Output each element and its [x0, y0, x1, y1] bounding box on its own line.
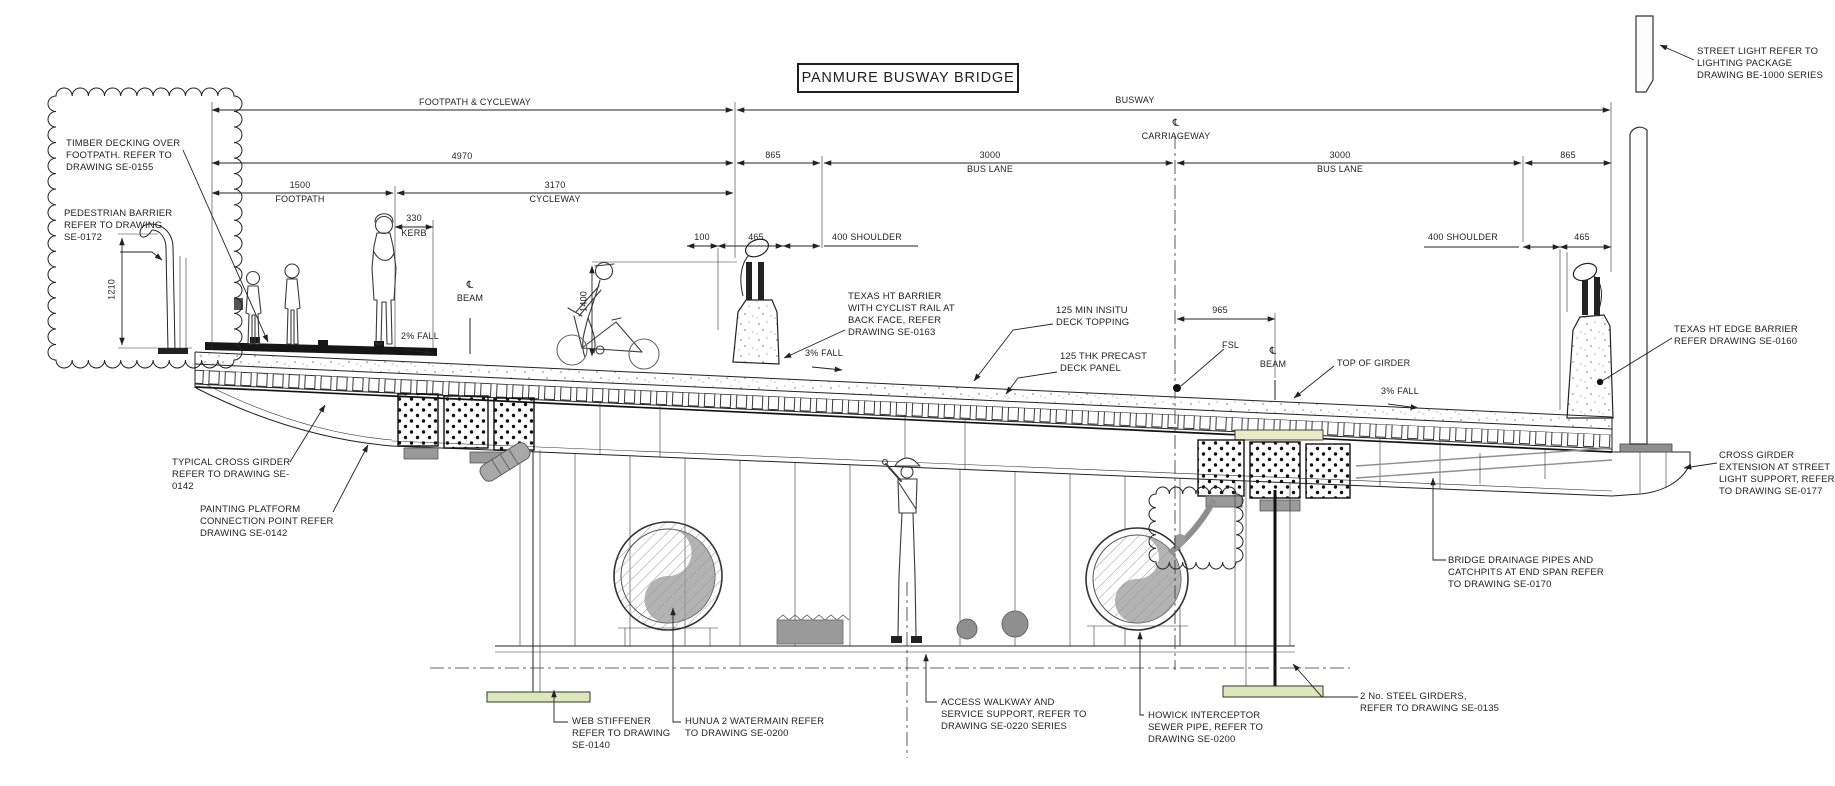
dim-330: 330 — [406, 213, 422, 223]
texas-barrier-left — [732, 238, 780, 365]
pedestrian-barrier — [139, 223, 188, 354]
howick-sewer-pipe — [1085, 527, 1189, 646]
hunua-watermain-pipe — [613, 521, 723, 646]
callout-web-stiffener: WEB STIFFENER REFER TO DRAWING SE-0140 — [572, 716, 671, 752]
callout-hunua-watermain: HUNUA 2 WATERMAIN REFER TO DRAWING SE-02… — [685, 716, 825, 740]
cross-girder — [195, 383, 1613, 497]
fall-arrow-3pct-left — [811, 366, 843, 373]
dim-465-right: 465 — [1574, 232, 1590, 242]
extension-lines — [211, 102, 1612, 410]
leader-lines — [120, 44, 1718, 723]
callout-street-light: STREET LIGHT REFER TO LIGHTING PACKAGE D… — [1697, 46, 1823, 82]
pedestrian-figures — [234, 213, 397, 345]
right-girder-splice — [1197, 429, 1351, 512]
base-plate-right — [1222, 685, 1324, 698]
dim-1210: 1210 — [106, 278, 117, 300]
dim-100: 100 — [694, 232, 710, 242]
steel-girder-left — [486, 450, 591, 703]
slope-3pct-fall-left: 3% FALL — [805, 348, 843, 358]
callout-pedestrian-barrier: PEDESTRIAN BARRIER REFER TO DRAWING SE-0… — [64, 208, 173, 244]
cable-tray — [776, 614, 850, 645]
revision-cloud-left — [47, 87, 243, 369]
beam-label-left: BEAM — [456, 293, 484, 303]
carriageway-cl-symbol: ℄ — [1172, 118, 1180, 129]
callout-texas-edge-barrier: TEXAS HT EDGE BARRIER REFER DRAWING SE-0… — [1674, 324, 1798, 348]
dim-400-shoulder-right: 400 SHOULDER — [1428, 232, 1498, 242]
dim-footpath-cycleway: FOOTPATH & CYCLEWAY — [419, 97, 531, 107]
beam-cl-symbol-left: ℄ — [466, 280, 474, 291]
beam-cl-symbol-right: ℄ — [1269, 346, 1277, 357]
fsl-marker — [1173, 348, 1225, 392]
callout-access-walkway: ACCESS WALKWAY AND SERVICE SUPPORT, REFE… — [941, 697, 1087, 733]
callout-cross-girder-extension: CROSS GIRDER EXTENSION AT STREET LIGHT S… — [1719, 450, 1835, 498]
dim-bus-lane-right: BUS LANE — [1316, 164, 1364, 174]
dim-865-left: 865 — [765, 150, 781, 160]
dim-3000-right: 3000 — [1329, 150, 1351, 160]
revision-cloud-right — [1148, 486, 1244, 570]
service-ball-2 — [1001, 610, 1029, 638]
dim-4970: 4970 — [451, 151, 473, 161]
fall-arrow-3pct-right — [1387, 403, 1419, 410]
callout-insitu-topping: 125 MIN INSITU DECK TOPPING — [1056, 305, 1130, 329]
top-of-girder-label: TOP OF GIRDER — [1337, 358, 1411, 368]
dim-1400: 1400 — [578, 290, 589, 312]
callout-precast-panel: 125 THK PRECAST DECK PANEL — [1060, 351, 1147, 375]
fsl-label: FSL — [1222, 340, 1240, 350]
dim-1500: 1500 — [289, 180, 311, 190]
pipe-fitting — [479, 442, 531, 482]
steel-girder-right — [1222, 482, 1324, 698]
slope-2pct-fall: 2% FALL — [401, 331, 439, 341]
callout-howick-sewer: HOWICK INTERCEPTOR SEWER PIPE, REFER TO … — [1148, 710, 1264, 746]
fall-arrow-2pct — [403, 349, 433, 355]
worker-figure — [881, 457, 922, 643]
access-walkway — [495, 451, 1295, 653]
beam-label-right: BEAM — [1259, 359, 1287, 369]
dim-3000-left: 3000 — [979, 150, 1001, 160]
callout-painting-platform: PAINTING PLATFORM CONNECTION POINT REFER… — [200, 504, 334, 540]
base-plate-left — [486, 691, 591, 703]
cross-girder-extension — [1611, 443, 1691, 497]
centerlines — [430, 135, 1350, 758]
callout-timber-decking: TIMBER DECKING OVER FOOTPATH. REFER TO D… — [66, 138, 181, 174]
street-light-pole — [1629, 15, 1654, 445]
callout-typical-cross-girder: TYPICAL CROSS GIRDER REFER TO DRAWING SE… — [172, 457, 291, 493]
callout-texas-barrier-cyclist: TEXAS HT BARRIER WITH CYCLIST RAIL AT BA… — [848, 291, 955, 339]
dim-kerb: KERB — [401, 228, 427, 238]
texas-barrier-right — [1566, 262, 1614, 419]
dim-busway: BUSWAY — [1115, 95, 1155, 105]
dim-carriageway: CARRIAGEWAY — [1141, 131, 1211, 141]
dim-bus-lane-left: BUS LANE — [966, 164, 1014, 174]
callout-bridge-drainage: BRIDGE DRAINAGE PIPES AND CATCHPITS AT E… — [1448, 555, 1604, 591]
dim-865-right: 865 — [1560, 150, 1576, 160]
cyclist-figure — [556, 261, 660, 370]
dim-465-left: 465 — [748, 232, 764, 242]
dimension-lines — [118, 107, 1612, 357]
callout-steel-girders: 2 No. STEEL GIRDERS, REFER TO DRAWING SE… — [1360, 691, 1500, 715]
dim-400-shoulder-left: 400 SHOULDER — [832, 232, 902, 242]
timber-decking-band — [205, 342, 437, 356]
dim-cycleway: CYCLEWAY — [529, 194, 581, 204]
dim-3170: 3170 — [544, 180, 566, 190]
dim-footpath: FOOTPATH — [275, 194, 325, 204]
drawing-title: PANMURE BUSWAY BRIDGE — [797, 63, 1019, 93]
service-ball-1 — [956, 618, 978, 640]
left-girder-splice — [397, 393, 535, 464]
slope-3pct-fall-right: 3% FALL — [1381, 386, 1419, 396]
dim-965: 965 — [1212, 305, 1228, 315]
